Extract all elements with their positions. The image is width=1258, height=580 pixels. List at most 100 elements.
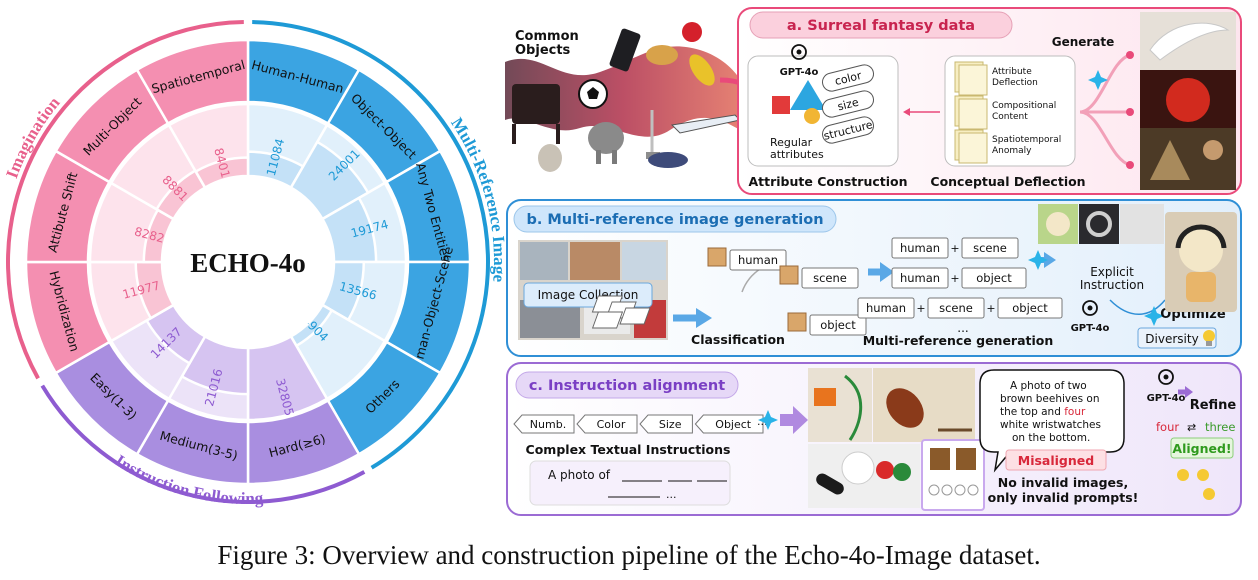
category-box-icon [779,265,799,285]
category-box-label: scene [813,271,847,285]
wheel-center [162,176,334,348]
wheel-outer-arcs [6,20,490,504]
combo-plus: + [950,272,959,285]
panel-c-gpt-label: GPT-4o [1147,393,1186,404]
sparkle-icon-b [1028,250,1048,270]
reference-room-image [1120,204,1164,244]
wheel-group-arc [6,20,244,380]
classification-label: Classification [691,332,785,347]
combo-box [997,297,1063,319]
combo-box-label: object [976,271,1012,285]
panel-instruction-alignment: c. Instruction alignment Numb. Color Size O… [506,362,1242,516]
constraint-tag [576,414,638,434]
attribute-construction-label: Attribute Construction [748,174,907,189]
category-box-icon [707,247,727,267]
category-box-icon [787,312,807,332]
constraint-tag-label: Numb. [530,418,566,431]
panel-a-title-pill [749,11,1013,39]
prompt-template-box [529,460,731,506]
aligned-badge [1170,437,1234,459]
combo-box [891,267,949,289]
gpt-logo-icon-c [1158,369,1174,385]
attribute-tag-label: size [836,96,860,114]
conceptual-deflection-label: Conceptual Deflection [930,174,1085,189]
constraint-tag [513,414,575,434]
sphere-shape-icon [804,108,820,124]
cube-shape-icon [772,96,790,114]
combo-plus: + [916,302,925,315]
figure-caption: Figure 3: Overview and construction pipe… [217,540,1041,570]
constraint-tag [639,414,693,434]
wheel-group-arc [40,384,366,504]
elephant-image [588,122,624,154]
constraint-tag-label: Color [597,418,626,431]
prompt-start-text: A photo of [548,468,611,482]
reference-headphones-image [1079,204,1119,244]
combo-box-label: scene [939,301,973,315]
panel-b-title: b. Multi-reference image generation [526,212,823,228]
four-word: four [1156,420,1179,434]
tags-ellipsis: ··· [757,418,768,431]
svg-text:...: ... [666,488,677,501]
combo-box-label: human [900,241,940,255]
panel-b-title-pill [513,205,837,233]
classification-stack-icon [591,295,651,329]
lightbulb-icon [1203,330,1215,346]
gpt-logo-icon [791,44,807,60]
generate-label: Generate [1052,35,1115,49]
constraint-tag-label: Size [659,418,682,431]
category-box [809,314,867,336]
piano-image [512,84,560,124]
category-box-label: human [738,253,778,267]
wheel-group-arc [252,20,490,470]
panel-b-gpt-label: GPT-4o [1071,323,1110,334]
diversity-label: Diversity [1145,332,1198,346]
cat-image [538,144,562,172]
aligned-label: Aligned! [1172,441,1231,456]
speech-text: A photo of two brown beehives on the top… [1000,380,1104,444]
attribute-tag [822,90,874,118]
corn-image [689,54,715,86]
no-invalid-label: No invalid images,only invalid prompts! [988,475,1139,505]
category-box [729,249,787,271]
panel-c-title: c. Instruction alignment [529,378,725,394]
combo-box [961,237,1019,259]
misaligned-badge [1005,449,1107,471]
multi-reference-generation-label: Multi-reference generation [863,333,1054,348]
combo-box [927,297,985,319]
apple-image [682,22,702,42]
constraint-tag [694,414,764,434]
diversity-box [1137,327,1217,349]
category-box-label: object [820,318,856,332]
swap-icon: ⇄ [1187,421,1196,434]
combo-ellipsis: ... [957,321,968,335]
complex-instructions-label: Complex Textual Instructions [526,442,731,457]
surreal-painting-image [1140,128,1236,190]
sparkle-icon [1088,70,1108,90]
wheel-center-label: ECHO-4o [190,248,306,278]
sparkle-icon-c [758,410,778,430]
three-word: three [1205,420,1235,434]
cone-shape-icon [790,80,826,110]
constraint-tag-label: Object [715,418,752,431]
objects-ribbon [505,46,740,137]
car-image [648,152,688,168]
combo-box-label: scene [973,241,1007,255]
category-box [801,267,859,289]
panel-a-title: a. Surreal fantasy data [787,18,975,34]
wheel-category-segment [135,38,250,126]
gpt-logo-icon-b [1082,300,1098,316]
panel-multi-reference: b. Multi-reference image generation Imag… [506,199,1242,357]
attribute-tag [822,116,874,144]
combo-box [961,267,1027,289]
combo-plus: + [986,302,995,315]
attribute-tag [822,64,874,92]
